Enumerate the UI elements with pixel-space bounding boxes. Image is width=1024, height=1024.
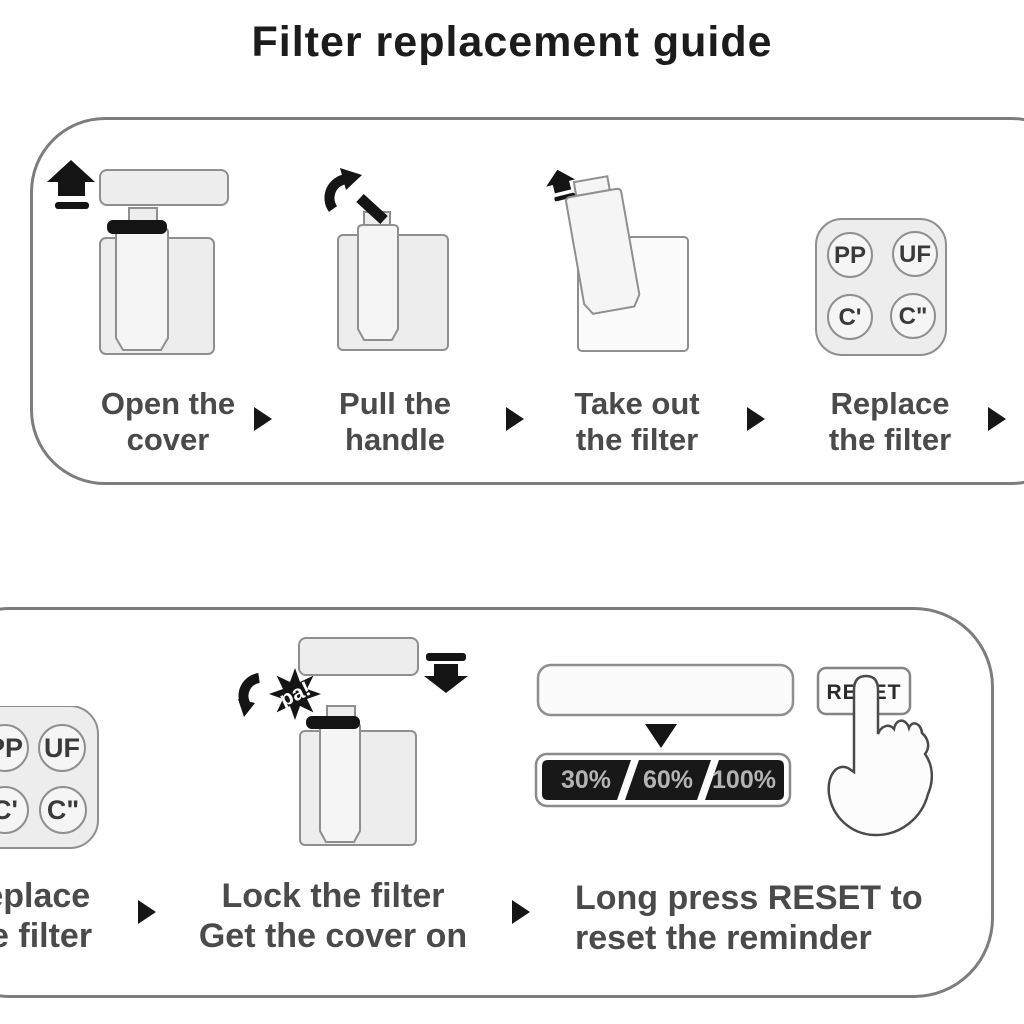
slot-c2-label: C" [47,795,79,825]
cover-graphic [298,637,419,676]
filter-slots-partial-icon: PP UF C' C" [0,706,99,849]
next-step-arrow-icon [512,900,530,924]
slot-pp [827,232,873,278]
step-label-open-cover: Open the cover [100,386,236,457]
step-label-replace-cut: Replace the filter [0,877,93,955]
slot-uf [892,231,938,277]
slot-pp-label: PP [834,242,866,269]
page-title: Filter replacement guide [251,18,773,66]
progress-label-30: 30% [561,766,611,794]
pressing-hand-icon [827,674,933,837]
arrow-down-small-icon [645,724,677,748]
step-label-take-out: Take out the filter [574,386,700,457]
reminder-display-icon: 30% 60% 100% [534,663,795,808]
arrow-up-icon [546,169,576,202]
handle-graphic [356,193,388,225]
slot-c1-label: C' [0,795,18,825]
cartridge-tab-graphic [128,207,158,223]
open-cover-icon [47,160,229,355]
progress-segment-100 [705,760,784,800]
cover-graphic [99,169,229,206]
rotate-arrow-icon [324,168,362,212]
slot-c1-label: C' [838,304,861,331]
cartridge-band-graphic [306,716,360,729]
next-step-arrow-icon [254,407,272,431]
slot-uf [38,724,86,772]
take-out-filter-icon [546,169,689,352]
arrow-down-icon [424,653,468,693]
next-step-arrow-icon [747,407,765,431]
filter-slots-icon: PP UF C' C" [815,218,947,356]
step-label-pull-handle: Pull the handle [339,386,451,457]
slot-c2-label: C" [899,303,928,330]
rotate-arrow-icon [238,673,261,717]
filter-cartridge-graphic [565,175,641,315]
display-screen-graphic [536,663,795,717]
slot-uf-label: UF [899,241,931,268]
filter-cartridge-graphic [357,224,399,341]
slot-c2 [890,293,936,339]
slot-uf-label: UF [44,733,80,763]
slot-c1 [827,294,873,340]
filter-cartridge-graphic [115,227,169,351]
slot-pp-label: PP [0,733,23,763]
progress-label-100: 100% [712,766,776,794]
step-label-replace: Replace the filter [828,386,952,457]
progress-segment-30 [542,760,631,800]
slot-c2 [39,786,87,834]
next-step-arrow-icon [988,407,1006,431]
click-sound-burst-icon: pa! [269,668,321,720]
next-step-arrow-icon [506,407,524,431]
cartridge-band-graphic [107,220,167,234]
slot-pp [0,724,29,772]
step-label-long-press-reset: Long press RESET to reset the reminder [575,879,923,957]
progress-segment-60 [625,760,711,800]
lock-filter-icon: pa! [238,637,468,846]
filter-cartridge-graphic [319,722,361,843]
pull-handle-icon [324,168,449,351]
slot-c1 [0,786,29,834]
reset-press-icon: RESET [816,666,933,837]
next-step-arrow-icon [138,900,156,924]
arrow-up-icon [47,160,95,209]
progress-label-60: 60% [643,766,693,794]
step-label-lock-filter: Lock the filter Get the cover on [198,877,468,955]
